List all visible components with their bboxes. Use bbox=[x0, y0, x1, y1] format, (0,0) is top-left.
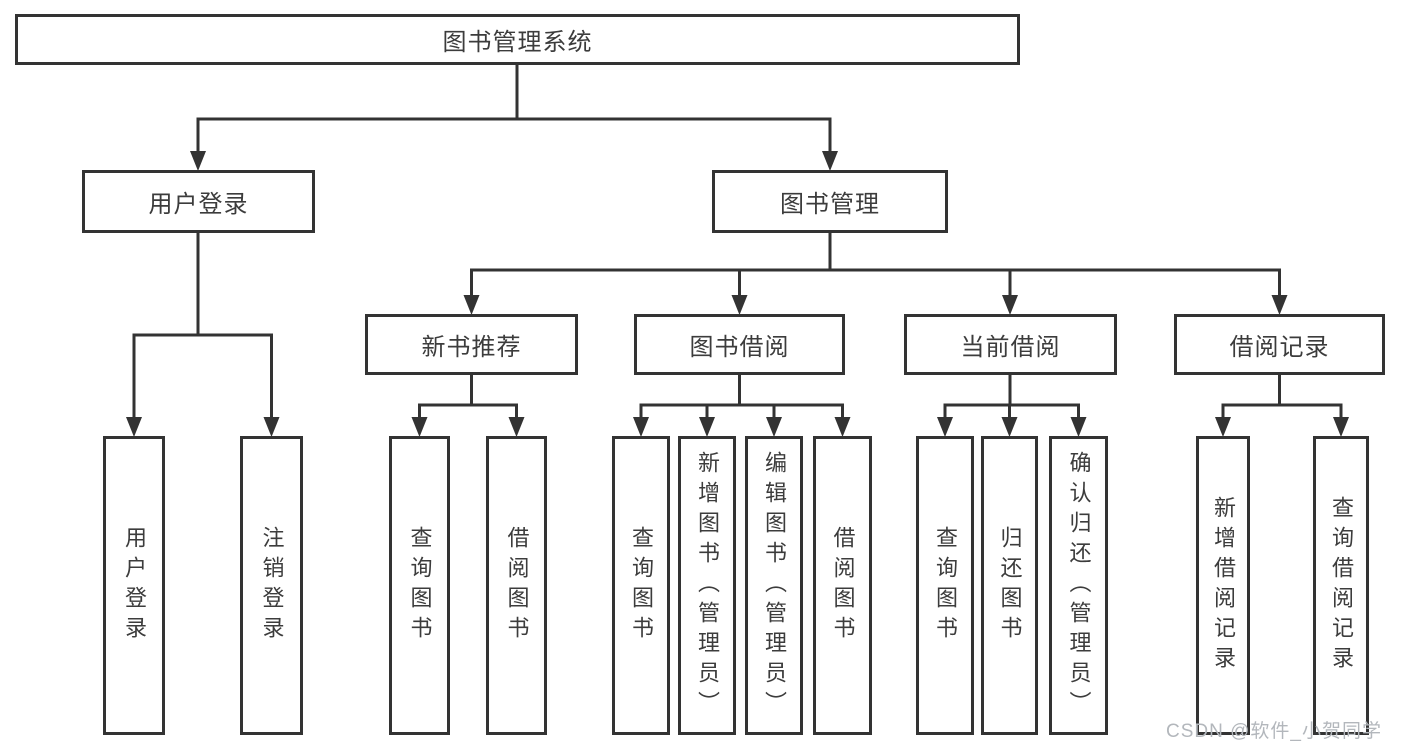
leaf-recommend-borrow-books: 借阅图书 bbox=[486, 436, 547, 735]
node-current-borrowing: 当前借阅 bbox=[904, 314, 1117, 375]
leaf-borrow-borrow-books: 借阅图书 bbox=[813, 436, 872, 735]
leaf-current-query-books: 查询图书 bbox=[916, 436, 974, 735]
node-user-login: 用户登录 bbox=[82, 170, 315, 233]
leaf-logout: 注销登录 bbox=[240, 436, 303, 735]
leaf-borrow-add-books-admin: 新增图书（管理员） bbox=[678, 436, 736, 735]
node-book-borrowing: 图书借阅 bbox=[634, 314, 845, 375]
leaf-records-add-record: 新增借阅记录 bbox=[1196, 436, 1250, 735]
leaf-records-query-record: 查询借阅记录 bbox=[1313, 436, 1369, 735]
node-new-book-recommendation: 新书推荐 bbox=[365, 314, 578, 375]
csdn-watermark: CSDN @软件_小贺同学 bbox=[1166, 721, 1382, 742]
leaf-recommend-query-books: 查询图书 bbox=[389, 436, 450, 735]
leaf-user-login: 用户登录 bbox=[103, 436, 165, 735]
leaf-borrow-edit-books-admin: 编辑图书（管理员） bbox=[745, 436, 803, 735]
leaf-current-return-books: 归还图书 bbox=[981, 436, 1038, 735]
node-borrowing-records: 借阅记录 bbox=[1174, 314, 1385, 375]
leaf-borrow-query-books: 查询图书 bbox=[612, 436, 670, 735]
leaf-current-confirm-return-admin: 确认归还（管理员） bbox=[1049, 436, 1108, 735]
node-library-management-system: 图书管理系统 bbox=[15, 14, 1020, 65]
node-book-management: 图书管理 bbox=[712, 170, 948, 233]
arrowheads bbox=[126, 151, 1349, 437]
